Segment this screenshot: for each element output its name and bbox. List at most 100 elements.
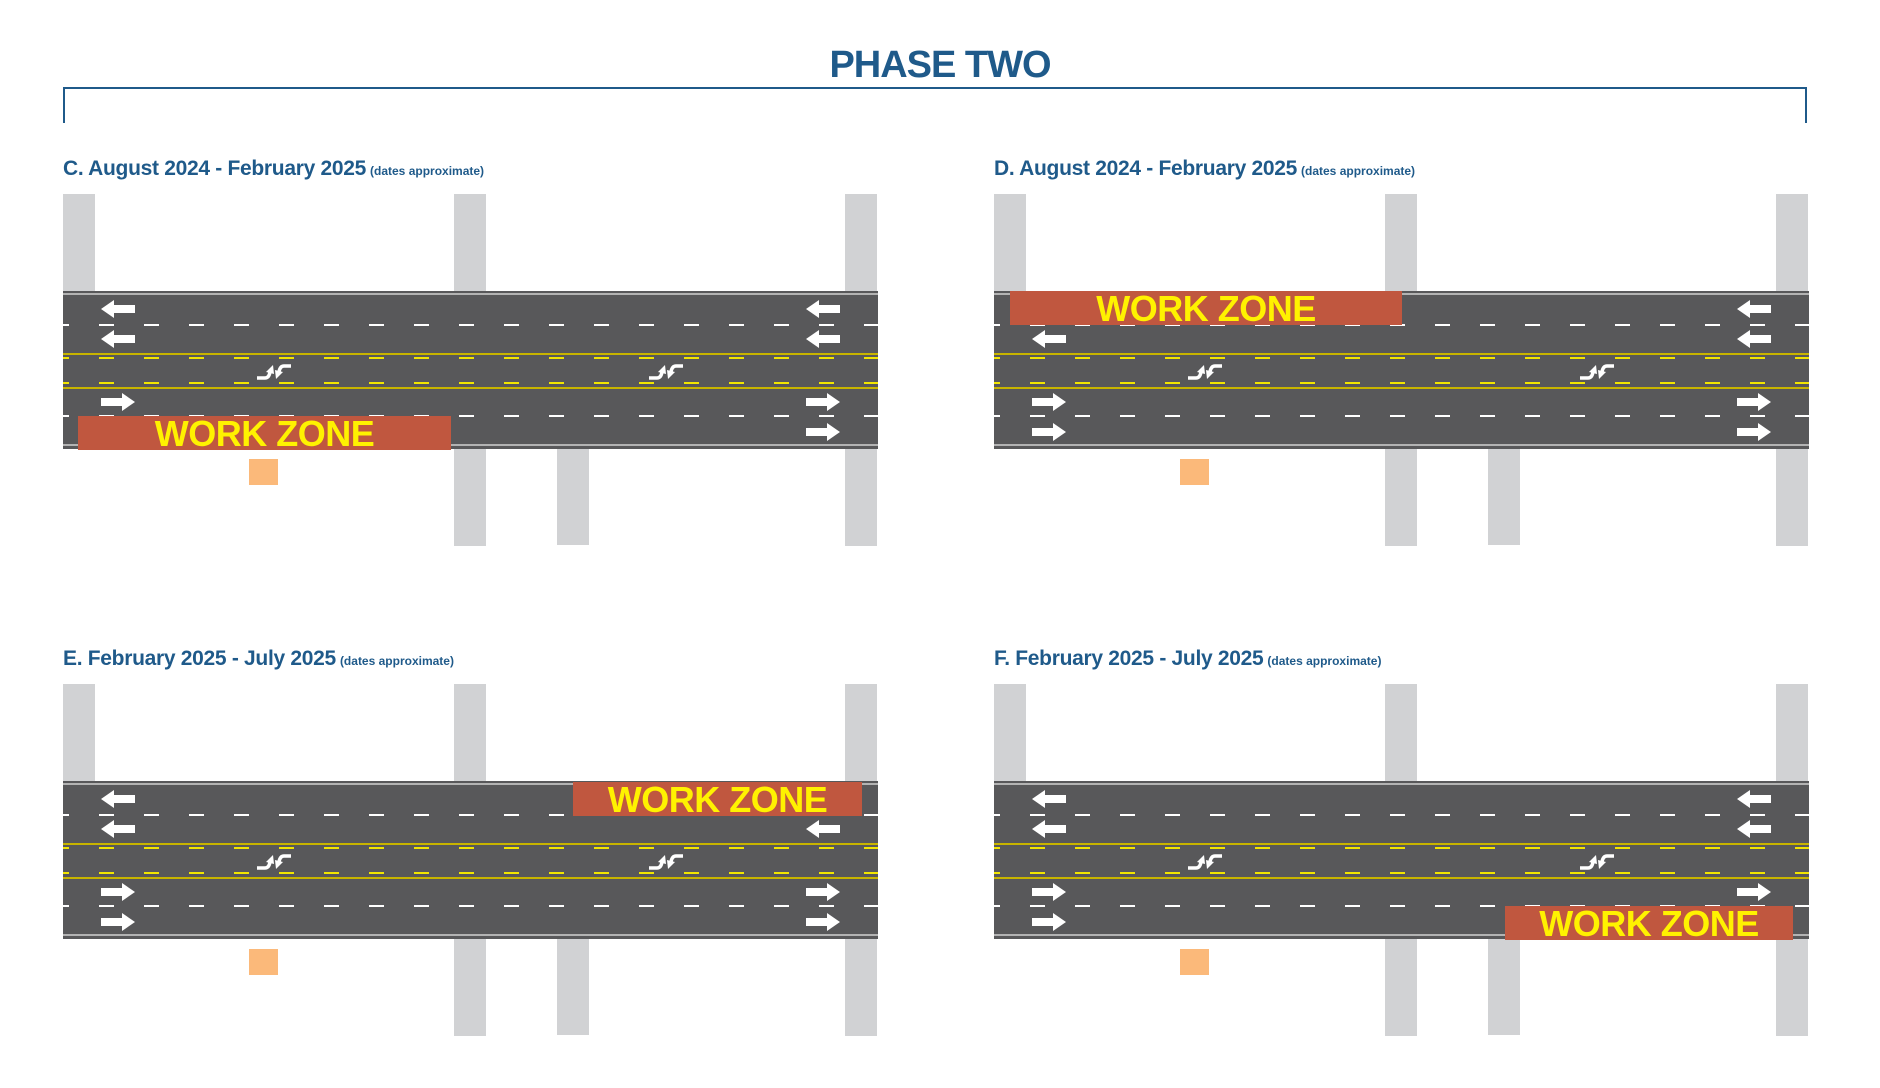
- arrow-shape: [1737, 393, 1771, 411]
- left-arrow-icon: [101, 820, 135, 838]
- turn-arrow-head: [1589, 365, 1597, 374]
- support-post-upper: [845, 684, 877, 783]
- left-arrow-icon: [806, 330, 840, 348]
- left-arrow-icon: [806, 300, 840, 318]
- left-arrow-icon: [1737, 330, 1771, 348]
- turn-arrow-curve: [649, 861, 664, 870]
- support-post-lower: [557, 937, 589, 1035]
- left-arrow-icon: [1737, 820, 1771, 838]
- arrow-shape: [1032, 423, 1066, 441]
- arrow-shape: [1032, 913, 1066, 931]
- support-post-upper: [994, 684, 1026, 783]
- arrow-shape: [1032, 330, 1066, 348]
- turn-arrow-head: [658, 365, 666, 374]
- arrow-shape: [806, 423, 840, 441]
- turn-arrow-curve: [1580, 371, 1595, 380]
- arrow-shape: [806, 330, 840, 348]
- left-arrow-icon: [806, 820, 840, 838]
- page-title: PHASE TWO: [829, 44, 1051, 86]
- arrow-shape: [101, 913, 135, 931]
- turn-arrow-head: [1197, 365, 1205, 374]
- turn-arrow-head: [658, 855, 666, 864]
- support-post-upper: [994, 194, 1026, 293]
- turn-arrow-head: [266, 365, 274, 374]
- arrow-shape: [1737, 883, 1771, 901]
- turn-arrow-curve: [1580, 861, 1595, 870]
- turn-arrow-curve: [1208, 854, 1222, 863]
- arrow-shape: [1737, 423, 1771, 441]
- turn-arrows-icon: [1188, 854, 1222, 870]
- turn-arrow-curve: [669, 854, 683, 863]
- support-post-lower: [1488, 447, 1520, 545]
- turn-arrow-curve: [1208, 364, 1222, 373]
- arrow-shape: [1032, 790, 1066, 808]
- work-zone-box: [573, 782, 862, 816]
- arrow-shape: [101, 330, 135, 348]
- support-post-upper: [63, 194, 95, 293]
- arrow-shape: [806, 883, 840, 901]
- turn-arrow-head: [275, 370, 283, 379]
- right-arrow-icon: [806, 393, 840, 411]
- work-zone: WORK ZONE: [1010, 288, 1402, 329]
- work-zone-label: WORK ZONE: [1539, 903, 1758, 944]
- turn-arrows-icon: [649, 364, 683, 380]
- panel-e-diagram: WORK ZONE: [63, 684, 878, 1036]
- turn-arrow-head: [275, 860, 283, 869]
- arrow-shape: [101, 300, 135, 318]
- left-arrow-icon: [1032, 820, 1066, 838]
- support-post-upper: [454, 194, 486, 293]
- work-zone-box: [78, 416, 451, 450]
- turn-arrow-head: [1598, 860, 1606, 869]
- turn-arrow-curve: [257, 371, 272, 380]
- left-arrow-icon: [101, 790, 135, 808]
- panel-e-note: (dates approximate): [339, 654, 454, 668]
- panel-c-note: (dates approximate): [370, 164, 485, 178]
- turn-arrow-head: [667, 860, 675, 869]
- work-zone-label: WORK ZONE: [608, 779, 827, 820]
- support-post-upper: [1776, 684, 1808, 783]
- right-arrow-icon: [1737, 883, 1771, 901]
- support-post-lower: [1385, 937, 1417, 1036]
- turn-arrow-curve: [669, 364, 683, 373]
- turn-arrow-curve: [1188, 371, 1203, 380]
- turn-arrows-icon: [649, 854, 683, 870]
- arrow-shape: [806, 393, 840, 411]
- support-post-upper: [1385, 194, 1417, 293]
- turn-arrow-head: [1589, 855, 1597, 864]
- right-arrow-icon: [101, 393, 135, 411]
- support-post-lower: [845, 937, 877, 1036]
- panel-f-title-text: F. February 2025 - July 2025: [994, 647, 1264, 670]
- left-arrow-icon: [101, 330, 135, 348]
- site-marker-square: [1180, 949, 1209, 975]
- support-post-upper: [1776, 194, 1808, 293]
- turn-arrow-head: [1598, 370, 1606, 379]
- panel-f-title: F. February 2025 - July 2025(dates appro…: [994, 647, 1381, 671]
- right-arrow-icon: [1032, 913, 1066, 931]
- arrow-shape: [806, 300, 840, 318]
- turn-arrow-curve: [649, 371, 664, 380]
- site-marker-square: [249, 459, 278, 485]
- panel-c-diagram: WORK ZONE: [63, 194, 878, 546]
- turn-arrow-curve: [1600, 364, 1614, 373]
- right-arrow-icon: [1737, 393, 1771, 411]
- turn-arrows-icon: [257, 364, 291, 380]
- arrow-shape: [1737, 820, 1771, 838]
- work-zone-box: [1505, 906, 1793, 940]
- support-post-lower: [557, 447, 589, 545]
- left-arrow-icon: [1737, 300, 1771, 318]
- panel-d-diagram: WORK ZONE: [994, 194, 1809, 546]
- right-arrow-icon: [1032, 883, 1066, 901]
- turn-arrows-icon: [257, 854, 291, 870]
- turn-arrow-head: [1206, 370, 1214, 379]
- panel-c-title: C. August 2024 - February 2025(dates app…: [63, 157, 484, 181]
- turn-arrows-icon: [1580, 364, 1614, 380]
- arrow-shape: [101, 883, 135, 901]
- turn-arrow-curve: [277, 364, 291, 373]
- panel-e-title: E. February 2025 - July 2025(dates appro…: [63, 647, 454, 671]
- left-arrow-icon: [1032, 330, 1066, 348]
- panel-e-title-text: E. February 2025 - July 2025: [63, 647, 336, 670]
- turn-arrow-head: [266, 855, 274, 864]
- right-arrow-icon: [101, 913, 135, 931]
- left-arrow-icon: [1737, 790, 1771, 808]
- right-arrow-icon: [1737, 423, 1771, 441]
